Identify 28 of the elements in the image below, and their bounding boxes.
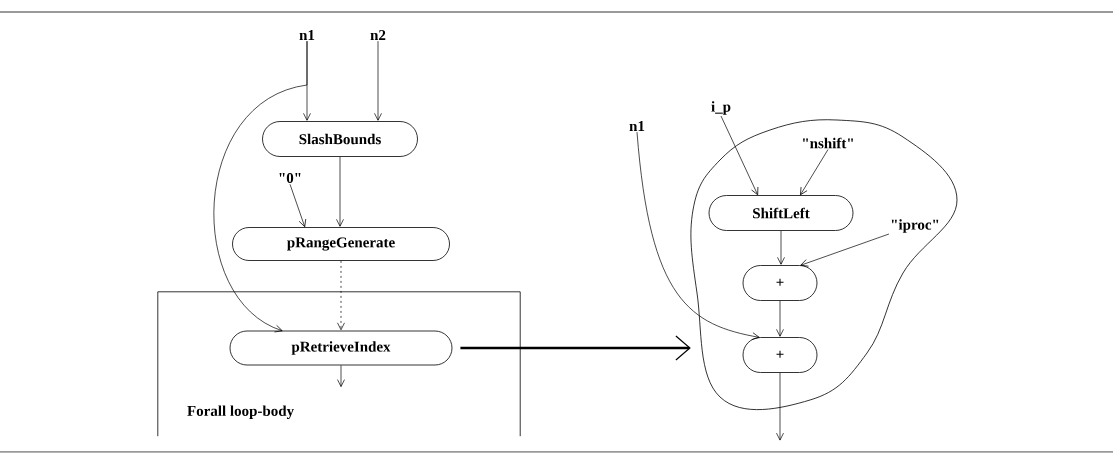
operation-box: pRetrieveIndex bbox=[229, 330, 453, 366]
operation-box: SlashBounds bbox=[262, 121, 418, 157]
region-outline bbox=[690, 119, 958, 410]
arrow bbox=[800, 233, 890, 267]
arrow bbox=[776, 300, 784, 337]
arrow bbox=[776, 372, 784, 441]
arrow bbox=[337, 260, 345, 331]
operation-box: ShiftLeft bbox=[708, 195, 854, 231]
arrow bbox=[336, 156, 344, 227]
operation-box: pRangeGenerate bbox=[232, 227, 450, 261]
input-label: "nshift" bbox=[803, 137, 853, 149]
arrow bbox=[289, 183, 307, 228]
input-label: "iproc" bbox=[891, 219, 939, 233]
arrow bbox=[777, 230, 785, 265]
arrow bbox=[374, 40, 382, 121]
input-label: n1 bbox=[299, 30, 315, 40]
arrow bbox=[213, 40, 308, 333]
arrow bbox=[800, 149, 829, 196]
input-label: "0" bbox=[279, 172, 301, 184]
arrow bbox=[720, 115, 759, 196]
operation-box: + bbox=[742, 265, 818, 301]
arrow bbox=[460, 335, 691, 361]
input-label: i_p bbox=[711, 101, 731, 115]
operation-box: + bbox=[742, 337, 818, 373]
input-label: n2 bbox=[370, 30, 386, 40]
arrow bbox=[636, 131, 760, 340]
input-label: n1 bbox=[629, 121, 645, 131]
arrow bbox=[337, 365, 345, 387]
